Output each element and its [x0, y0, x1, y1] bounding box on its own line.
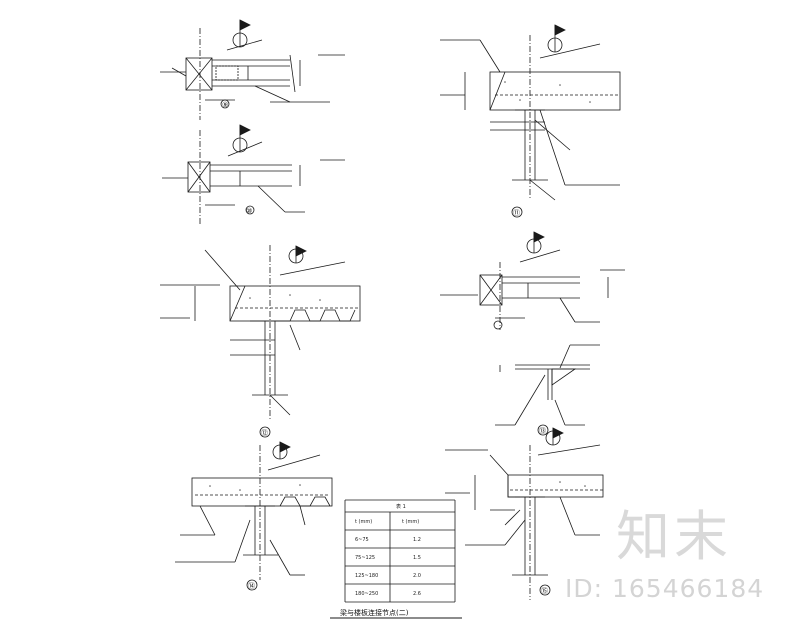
- detail-10-drawing: [162, 124, 345, 225]
- detail-label-14: ⑭: [248, 582, 255, 590]
- concrete-hatch: [209, 81, 591, 491]
- detail-13-drawing: [495, 344, 600, 436]
- detail-14-drawing: [175, 441, 333, 591]
- table-cell-r3c1: 125~180: [355, 573, 378, 579]
- watermark-logo: 知末: [616, 505, 732, 568]
- table-cell-r4c2: 2.6: [413, 591, 421, 597]
- table-cell-r2c1: 75~125: [355, 555, 375, 561]
- table-cell-r1c1: 6~75: [355, 537, 369, 543]
- table-cell-r1c2: 1.2: [413, 537, 421, 543]
- detail-15-drawing: [445, 427, 604, 600]
- detail-label-12: ⑫: [261, 429, 268, 437]
- table-header-1: t (mm): [355, 519, 372, 525]
- detail-label-13: ⑬: [539, 427, 546, 435]
- detail-9-drawing: [160, 19, 345, 120]
- detail-11-drawing: [440, 24, 621, 218]
- table-cell-r2c2: 1.5: [413, 555, 421, 561]
- detail-12-drawing: [160, 245, 361, 438]
- detail-label-9: ⑨: [222, 101, 228, 109]
- table-cell-r4c1: 180~250: [355, 591, 378, 597]
- reference-table-frame: [344, 499, 456, 603]
- watermark-id: ID: 165466184: [565, 574, 765, 603]
- detail-beam-small-drawing: [440, 231, 625, 330]
- table-title: 表 1: [396, 503, 406, 510]
- table-cell-r3c2: 2.0: [413, 573, 421, 579]
- drawing-title: 梁与楼板连接节点(二): [340, 608, 409, 617]
- detail-label-15: ⑮: [541, 587, 548, 595]
- table-header-2: t (mm): [402, 519, 419, 525]
- detail-label-11: ⑪: [513, 209, 520, 217]
- detail-label-10: ⑩: [246, 207, 252, 215]
